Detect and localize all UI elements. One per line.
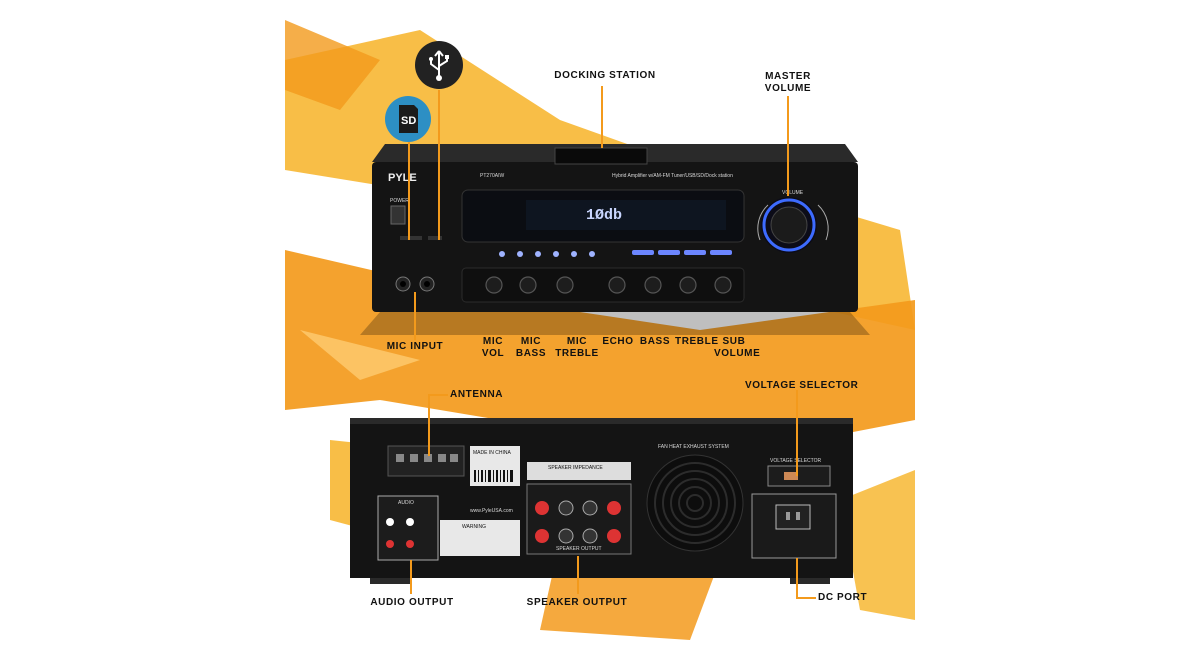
- callout-antenna: ANTENNA: [450, 389, 504, 400]
- leader-line-voltage: [796, 390, 798, 476]
- fan-label: FAN HEAT EXHAUST SYSTEM: [658, 444, 729, 450]
- callout-docking-station: DOCKING STATION: [554, 70, 656, 81]
- sd-card-text: SD: [401, 115, 417, 127]
- leader-line-mic-input: [414, 292, 416, 340]
- callout-voltage-selector: VOLTAGE SELECTOR: [745, 380, 859, 391]
- model-number: PT270AIW: [480, 173, 505, 179]
- callout-echo: ECHO: [602, 336, 634, 347]
- leader-line-usb: [438, 90, 440, 240]
- callout-mic-input: MIC INPUT: [386, 341, 444, 352]
- power-label: POWER: [390, 198, 409, 204]
- leader-line-docking: [601, 86, 603, 148]
- website-label: www.PyleUSA.com: [470, 508, 513, 514]
- leader-line-dc-v: [796, 558, 798, 598]
- callout-audio-output: AUDIO OUTPUT: [370, 597, 454, 608]
- callout-mic-vol: MIC VOL: [481, 336, 505, 359]
- leader-line-volume: [787, 96, 789, 196]
- callout-dc-port: DC PORT: [818, 592, 868, 603]
- volume-label: VOLUME: [782, 190, 804, 196]
- audio-panel-label: AUDIO: [398, 500, 414, 506]
- leader-line-antenna-h: [428, 394, 448, 396]
- display-readout: 1Ødb: [586, 207, 623, 224]
- callout-bass: BASS: [639, 336, 671, 347]
- callout-master-volume: MASTER VOLUME: [764, 71, 812, 94]
- leader-line-speaker: [577, 556, 579, 594]
- warning-sticker-label: WARNING: [462, 524, 486, 530]
- leader-line-antenna-v: [428, 394, 430, 456]
- product-description: Hybrid Amplifier w/AM-FM Tuner/USB/SD/Do…: [612, 173, 733, 179]
- callout-treble: TREBLE: [675, 336, 719, 347]
- speaker-output-label: SPEAKER OUTPUT: [556, 546, 602, 552]
- callout-sub-volume: SUB VOLUME: [714, 336, 761, 359]
- callout-speaker-output: SPEAKER OUTPUT: [526, 597, 628, 608]
- speaker-impedance-label: SPEAKER IMPEDANCE: [548, 465, 603, 471]
- callout-mic-bass: MIC BASS: [515, 336, 547, 359]
- leader-line-sd: [408, 142, 410, 240]
- callout-mic-treble: MIC TREBLE: [555, 336, 599, 359]
- voltage-selector-panel-label: VOLTAGE SELECTOR: [770, 458, 822, 464]
- sd-card-icon: SD: [384, 95, 432, 143]
- made-in-label: MADE IN CHINA: [473, 450, 511, 456]
- leader-line-audio: [410, 560, 412, 594]
- usb-icon: [414, 40, 464, 90]
- leader-line-dc-h: [796, 597, 816, 599]
